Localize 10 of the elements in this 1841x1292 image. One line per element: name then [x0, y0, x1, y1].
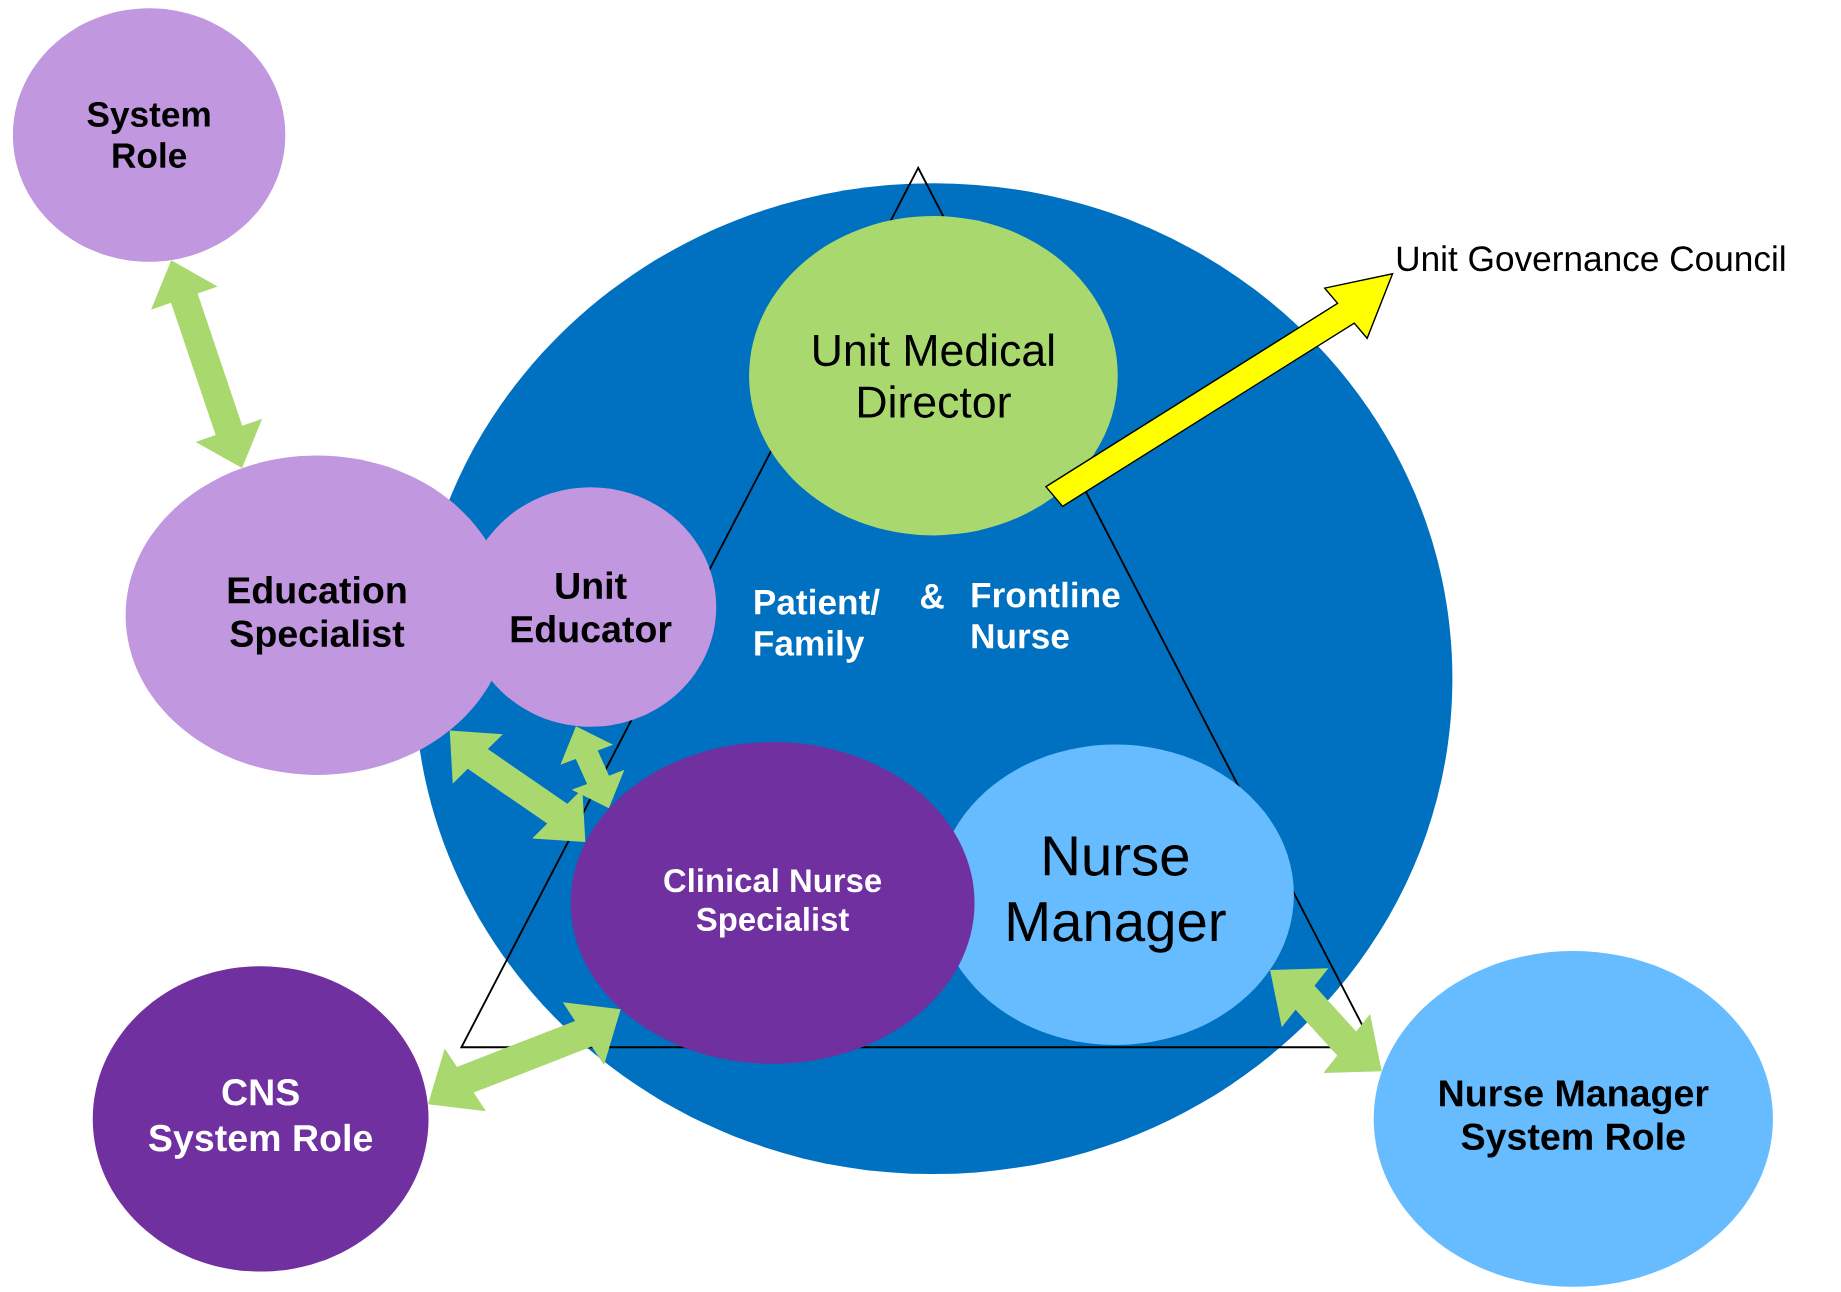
node-label: Unit Educator	[511, 571, 672, 643]
arrow	[151, 260, 263, 469]
label-text: Unit Governance Council	[1397, 245, 1785, 272]
arrow	[1270, 968, 1382, 1074]
arrow	[449, 730, 586, 843]
arrow	[560, 726, 625, 809]
label-text: Patient/ Family	[755, 589, 880, 663]
label-text: Frontline Nurse	[972, 582, 1120, 649]
arrow	[428, 1002, 621, 1112]
label-text: &	[920, 584, 944, 610]
